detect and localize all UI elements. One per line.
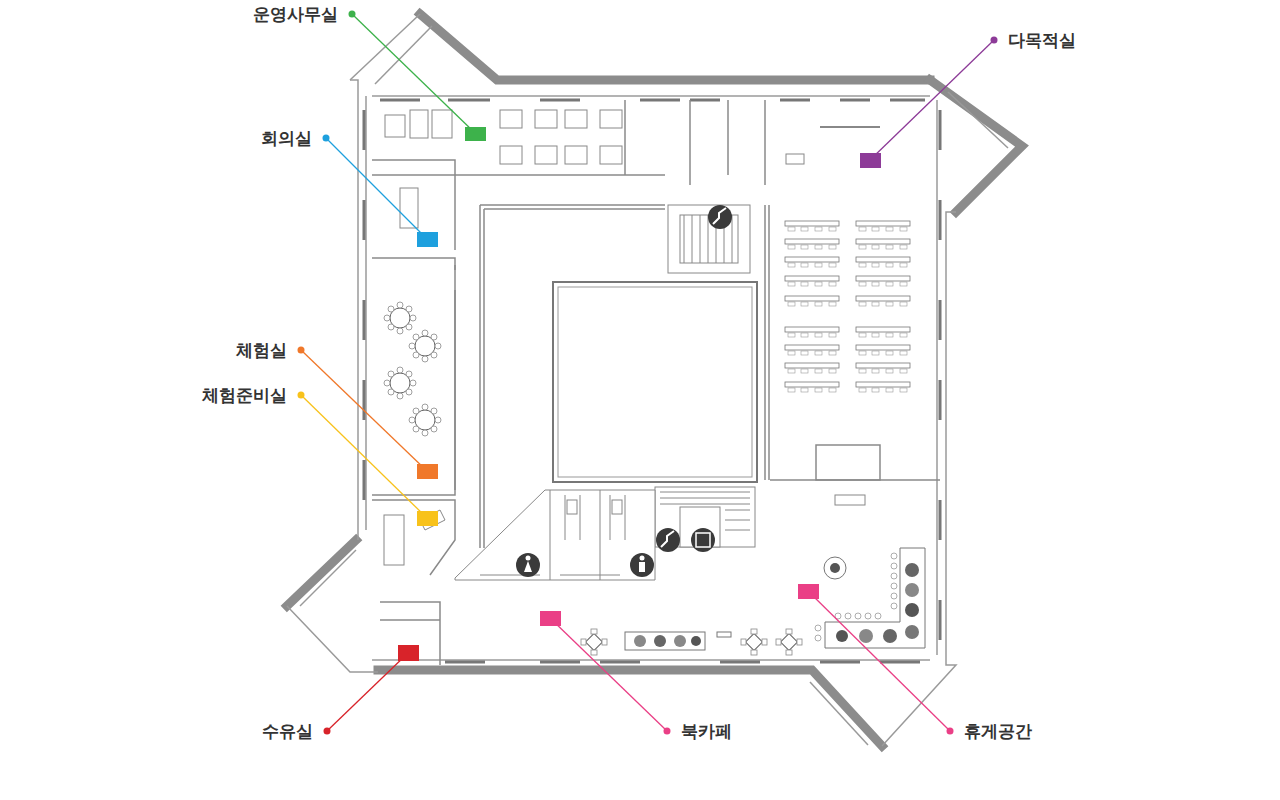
room-label: 회의실 xyxy=(259,128,314,148)
room-label: 운영사무실 xyxy=(251,4,340,24)
room-label: 체험실 xyxy=(234,340,289,360)
room-label: 북카페 xyxy=(679,721,734,741)
room-label: 체험준비실 xyxy=(200,385,289,405)
room-label: 다목적실 xyxy=(1006,30,1078,50)
room-label: 수유실 xyxy=(260,721,315,741)
room-label: 휴게공간 xyxy=(962,721,1034,741)
